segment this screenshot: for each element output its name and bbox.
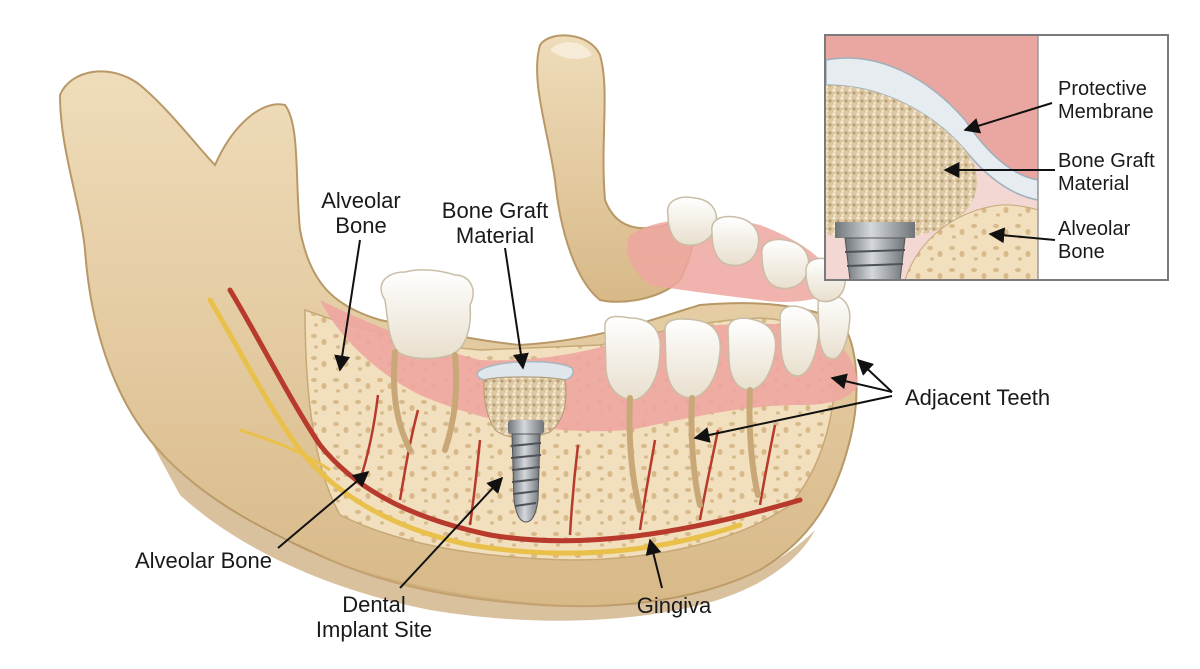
inset-graft <box>826 85 977 238</box>
leader-bone-graft <box>504 247 529 370</box>
leader-inset-membrane <box>963 102 1053 134</box>
leader-adjacent-3 <box>693 395 893 443</box>
nerve-branch <box>239 428 331 472</box>
leader-adjacent-2 <box>856 358 893 393</box>
inset-bone <box>904 204 1038 279</box>
label-bone-graft-material: Bone Graft Material <box>441 198 549 248</box>
inset-label-bone-graft-material: Bone Graft Material <box>1058 150 1155 195</box>
leader-adjacent-1 <box>830 373 893 393</box>
label-gingiva: Gingiva <box>636 593 712 618</box>
inferior-alveolar-nerve <box>207 297 743 556</box>
inset-implant-collar <box>835 222 915 238</box>
leader-implant-site <box>399 476 504 589</box>
tooth-1 <box>604 315 661 401</box>
tooth-3 <box>727 317 777 391</box>
label-adjacent-teeth: Adjacent Teeth <box>905 385 1051 410</box>
inset-label-protective-membrane: Protective Membrane <box>1058 78 1154 123</box>
back-teeth <box>666 196 846 303</box>
leader-gingiva <box>645 538 663 589</box>
label-alveolar-bone-top: Alveolar Bone <box>321 188 401 238</box>
inset-implant <box>844 237 906 279</box>
tooth-4 <box>779 305 820 377</box>
inferior-alveolar-artery <box>227 287 803 544</box>
leader-alveolar-bone-bottom <box>277 470 370 549</box>
tooth-2 <box>664 318 721 399</box>
implant-collar <box>508 420 544 434</box>
implant-threads <box>510 442 542 507</box>
molar-left <box>380 269 474 453</box>
inset-label-alveolar-bone: Alveolar Bone <box>1058 218 1131 263</box>
leader-inset-bone <box>988 227 1056 244</box>
graft-material <box>483 376 567 439</box>
implant-site <box>476 360 574 523</box>
label-dental-implant-site: Dental Implant Site <box>315 592 433 642</box>
leader-alveolar-bone-top <box>334 239 361 372</box>
condyle-highlight <box>550 42 592 59</box>
mandible-shadow <box>150 440 815 621</box>
implant-screw <box>511 433 541 523</box>
label-alveolar-bone-bottom: Alveolar Bone <box>135 548 272 573</box>
leader-lines <box>277 102 1056 589</box>
vessel-branches <box>358 394 777 536</box>
adjacent-teeth-row <box>604 293 851 513</box>
